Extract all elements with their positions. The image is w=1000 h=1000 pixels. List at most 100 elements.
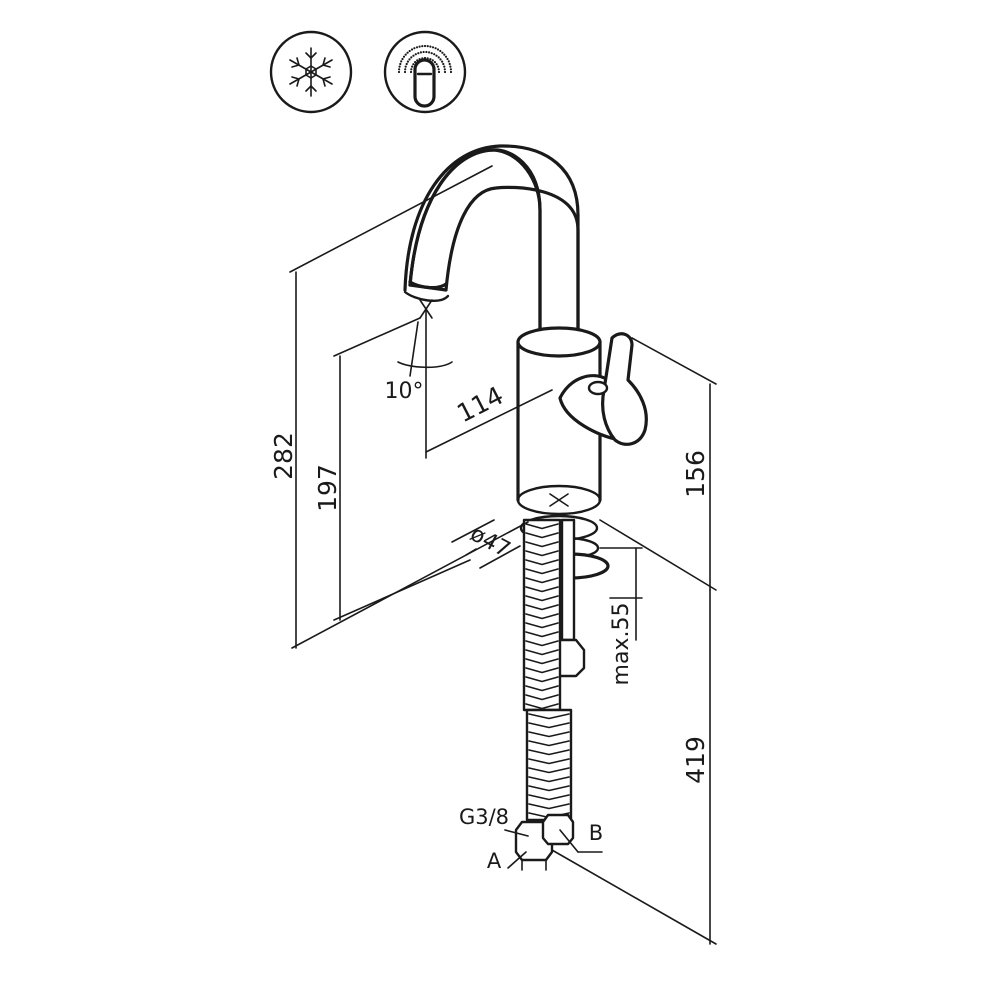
sensor-dot bbox=[426, 45, 429, 48]
sensor-dot bbox=[430, 52, 433, 55]
hose-braid-segment bbox=[525, 676, 559, 683]
sensor-dot bbox=[403, 70, 407, 74]
hose-braid-segment bbox=[525, 649, 559, 656]
sensor-dot bbox=[397, 70, 401, 74]
sensor-dot bbox=[449, 65, 452, 68]
sensor-dot bbox=[429, 45, 432, 48]
sensor-dot bbox=[447, 60, 450, 63]
sensor-dot bbox=[423, 44, 427, 48]
sensor-dot bbox=[405, 62, 408, 66]
hose-braid-segment bbox=[525, 694, 559, 701]
sensor-dot bbox=[437, 70, 441, 74]
sensor-dot bbox=[439, 58, 442, 61]
sensor-dot bbox=[436, 65, 439, 68]
hose-braid-segment bbox=[525, 613, 559, 620]
hose-a-label: A bbox=[487, 849, 502, 873]
sensor-dot bbox=[437, 68, 440, 71]
sensor-dot bbox=[402, 55, 406, 58]
supply-hoses bbox=[514, 518, 575, 871]
hose-braid-segment bbox=[525, 703, 559, 710]
sensor-dot bbox=[410, 56, 413, 59]
hose-length-label: 419 bbox=[681, 736, 710, 784]
sensor-dot bbox=[408, 49, 411, 53]
hose-braid-segment bbox=[525, 631, 559, 638]
hose-braid-segment bbox=[528, 722, 570, 729]
sensor-dot bbox=[404, 53, 407, 56]
sensor-dot bbox=[409, 70, 413, 74]
snowflake-icon bbox=[269, 30, 353, 114]
hose-braid-segment bbox=[525, 595, 559, 602]
total-height-label: 282 bbox=[269, 432, 298, 480]
sensor-dot bbox=[449, 70, 453, 74]
hose-braid-segment bbox=[525, 640, 559, 647]
sensor-dot bbox=[436, 48, 440, 51]
sensor-dot bbox=[410, 68, 413, 71]
hose-braid-segment bbox=[528, 749, 570, 756]
hose-braid-segment bbox=[525, 586, 559, 593]
lever-handle bbox=[558, 332, 648, 446]
hose-braid-segment bbox=[525, 604, 559, 611]
sensor-dot bbox=[429, 58, 432, 61]
sensor-dot bbox=[443, 68, 446, 71]
hose-braid-segment bbox=[528, 767, 570, 774]
sensor-dot bbox=[421, 45, 424, 48]
sensor-dot bbox=[442, 62, 445, 66]
hose-braid-segment bbox=[525, 622, 559, 629]
touch-sensor-icon bbox=[383, 30, 467, 114]
sensor-dot bbox=[406, 51, 409, 54]
sensor-dot bbox=[441, 51, 444, 54]
hose-braid-segment bbox=[525, 559, 559, 566]
lever-height-label: 156 bbox=[681, 450, 710, 498]
dimension-lines bbox=[289, 165, 717, 945]
sensor-dot bbox=[404, 68, 407, 71]
spout bbox=[403, 144, 580, 332]
sensor-dot bbox=[415, 46, 419, 49]
sensor-dot bbox=[408, 58, 411, 61]
sensor-dot bbox=[441, 60, 444, 63]
sensor-dot bbox=[431, 46, 435, 49]
sensor-dot bbox=[428, 51, 431, 54]
sensor-dot bbox=[425, 50, 428, 54]
hose-braid-segment bbox=[525, 523, 559, 530]
hose-braid-segment bbox=[525, 550, 559, 557]
sensor-dot bbox=[434, 47, 437, 50]
hose-braid-segment bbox=[525, 532, 559, 539]
sensor-dot bbox=[439, 49, 442, 53]
sensor-dot bbox=[443, 53, 446, 56]
sensor-dot bbox=[400, 60, 403, 63]
sensor-dot bbox=[446, 57, 449, 61]
hose-braid-segment bbox=[525, 577, 559, 584]
sensor-dot bbox=[412, 54, 415, 57]
sensor-dot bbox=[398, 68, 401, 71]
sensor-dot bbox=[435, 54, 438, 57]
sensor-dot bbox=[449, 68, 452, 71]
sensor-dot bbox=[443, 70, 447, 74]
sensor-dot bbox=[444, 55, 448, 58]
sensor-dot bbox=[419, 51, 422, 54]
spout-height-label: 197 bbox=[313, 464, 342, 512]
hose-braid-segment bbox=[525, 658, 559, 665]
sensor-dot bbox=[431, 59, 434, 62]
hose-braid-segment bbox=[525, 568, 559, 575]
deck-thickness-label: max.55 bbox=[609, 603, 634, 686]
swivel-angle-label: 10° bbox=[385, 379, 424, 404]
sensor-dot bbox=[414, 53, 417, 56]
hose-braid-segment bbox=[525, 685, 559, 692]
sensor-dot bbox=[417, 52, 420, 55]
sensor-dot bbox=[406, 60, 409, 63]
hose-b-label: B bbox=[589, 821, 603, 845]
spout-reach-label: 114 bbox=[452, 381, 508, 429]
sensor-dot bbox=[399, 62, 402, 66]
hose-braid-segment bbox=[528, 785, 570, 792]
hose-braid-segment bbox=[528, 803, 570, 810]
sensor-dot bbox=[437, 56, 440, 59]
hose-braid-segment bbox=[528, 758, 570, 765]
sensor-dot bbox=[435, 63, 438, 66]
hose-braid-segment bbox=[525, 541, 559, 548]
hose-braid-segment bbox=[528, 794, 570, 801]
sensor-dot bbox=[433, 53, 436, 56]
sensor-dot bbox=[422, 50, 425, 54]
base-diameter-label: ø47 bbox=[466, 521, 514, 563]
sensor-dot bbox=[418, 45, 421, 48]
